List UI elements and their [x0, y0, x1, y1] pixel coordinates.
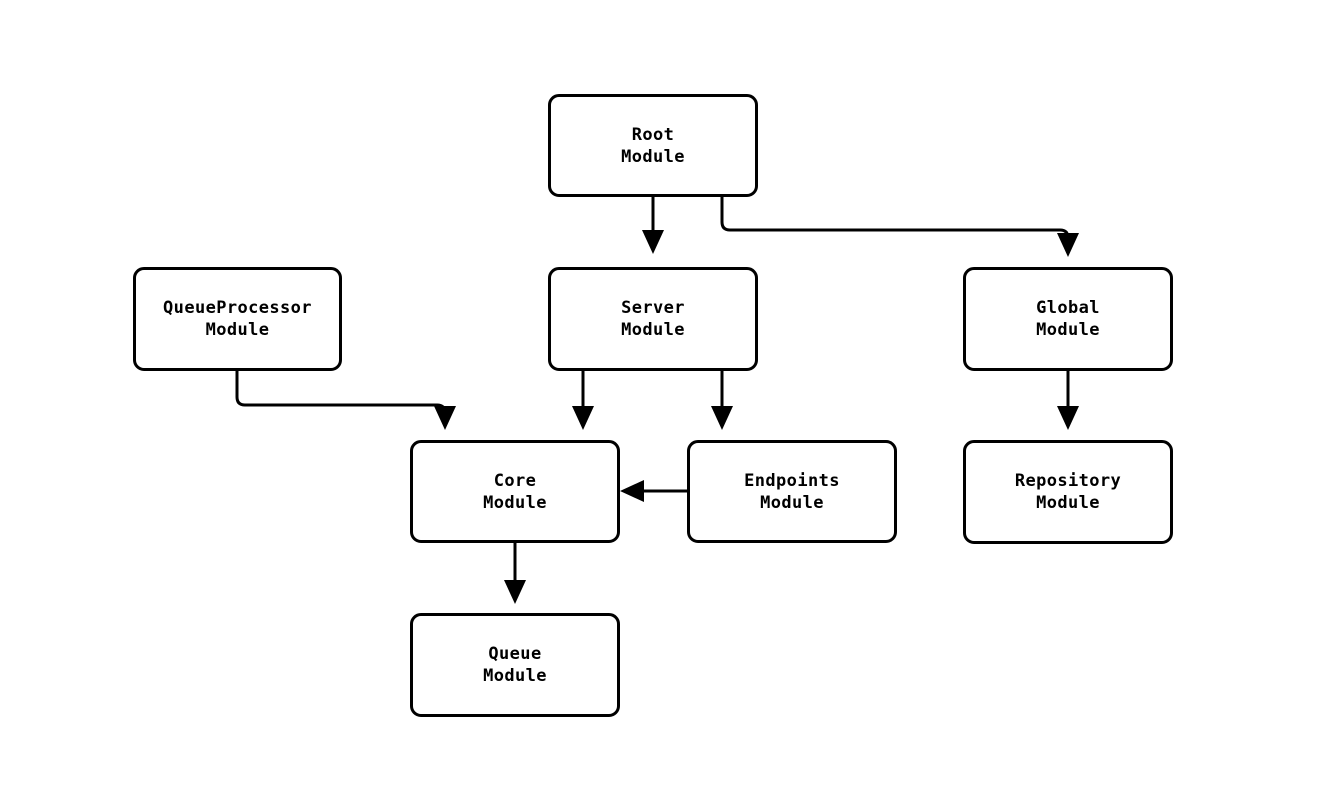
node-endpoints-module-line1: Endpoints: [744, 470, 840, 491]
node-server-module[interactable]: Server Module: [548, 267, 758, 371]
node-global-module[interactable]: Global Module: [963, 267, 1173, 371]
arrowhead-queueprocessor-to-core: [434, 406, 456, 430]
arrowhead-root-to-server: [642, 230, 664, 254]
node-queueprocessor-module-line2: Module: [205, 320, 270, 340]
arrowhead-core-to-queue: [504, 580, 526, 604]
arrowhead-global-to-repository: [1057, 406, 1079, 430]
node-queue-module[interactable]: Queue Module: [410, 613, 620, 717]
arrowhead-server-to-core: [572, 406, 594, 430]
node-server-module-line1: Server: [621, 298, 685, 318]
node-global-module-line1: Global: [1036, 298, 1100, 318]
edge-queueprocessor-to-core: [235, 371, 447, 415]
node-queue-module-line2: Module: [483, 666, 547, 686]
arrowhead-root-to-global: [1057, 233, 1079, 257]
node-server-module-line2: Module: [621, 320, 685, 340]
node-queue-module-line1: Queue: [488, 644, 542, 664]
edge-root-to-global: [720, 197, 1070, 240]
node-repository-module-line2: Module: [1036, 493, 1100, 513]
node-global-module-line2: Module: [1036, 320, 1100, 340]
node-core-module-line1: Core: [493, 470, 537, 491]
node-endpoints-module[interactable]: Endpoints Module: [687, 440, 897, 543]
node-core-module-line2: Module: [483, 492, 547, 513]
node-endpoints-module-line2: Module: [760, 492, 824, 513]
node-repository-module[interactable]: Repository Module: [963, 440, 1173, 544]
node-repository-module-line1: Repository: [1014, 471, 1122, 491]
node-core-module[interactable]: Core Module: [410, 440, 620, 543]
node-root-module[interactable]: Root Module: [548, 94, 758, 197]
arrowhead-server-to-endpoints: [711, 406, 733, 430]
node-queueprocessor-module[interactable]: QueueProcessor Module: [133, 267, 342, 371]
node-root-module-line1: Root: [631, 124, 675, 145]
node-root-module-line2: Module: [621, 146, 685, 167]
node-queueprocessor-module-line1: QueueProcessor: [163, 298, 312, 318]
arrowhead-endpoints-to-core: [620, 480, 644, 502]
